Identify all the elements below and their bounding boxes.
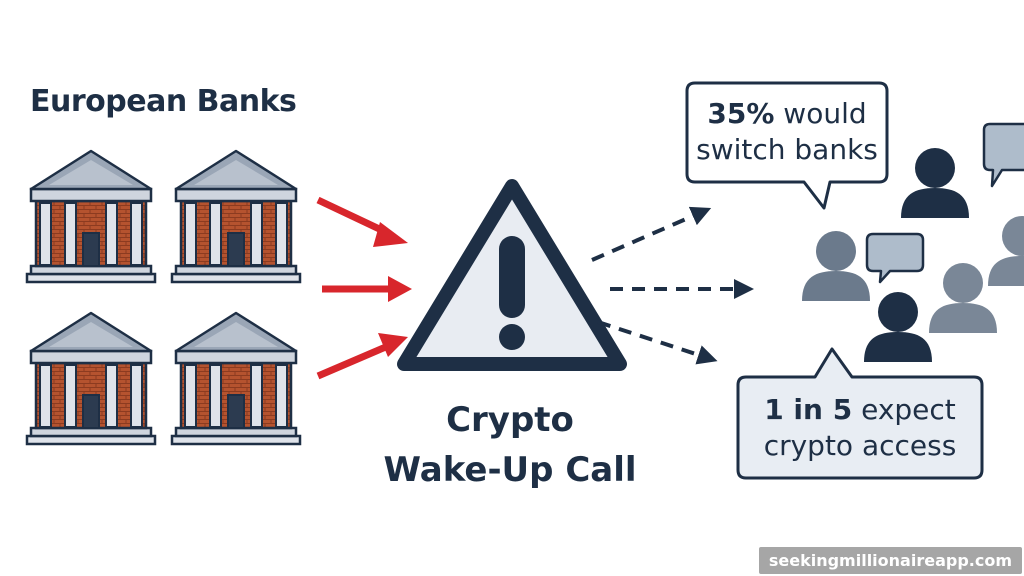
bank-building-icon — [25, 311, 157, 446]
bank-building-icon — [170, 149, 302, 284]
warning-triangle-icon — [397, 179, 627, 371]
speech-bubble-icon — [736, 347, 984, 480]
bubble-bottom-stat: 1 in 5 — [764, 393, 853, 426]
watermark: seekingmillionaireapp.com — [758, 547, 1022, 574]
bubble-top-stat: 35% — [707, 97, 775, 130]
person-icon — [929, 263, 997, 333]
bubble-bottom-line2: crypto access — [763, 429, 957, 462]
person-icon — [802, 231, 870, 301]
speech-bubble-icon — [982, 122, 1024, 188]
dashed-arrow-icon — [591, 206, 712, 262]
bank-building-icon — [25, 149, 157, 284]
person-icon — [901, 148, 969, 218]
red-arrow-icon — [322, 276, 412, 302]
dashed-arrow-icon — [597, 320, 718, 365]
speech-bubble-icon — [865, 232, 925, 284]
person-icon — [864, 292, 932, 362]
bubble-bottom-text: 1 in 5 expect crypto access — [738, 392, 982, 464]
bank-building-icon — [170, 311, 302, 446]
red-arrow-icon — [316, 196, 408, 247]
speech-bubble-icon — [685, 81, 889, 210]
bubble-top-line2: switch banks — [696, 133, 878, 166]
person-icon — [988, 216, 1024, 286]
bubble-top-rest: would — [774, 97, 867, 130]
page-title: European Banks — [30, 84, 297, 119]
bubble-top-text: 35% would switch banks — [687, 96, 887, 168]
center-label-line2: Wake-Up Call — [383, 450, 637, 490]
red-arrow-icon — [316, 333, 408, 380]
center-label-line1: Crypto — [446, 400, 574, 440]
bubble-bottom-rest: expect — [852, 393, 956, 426]
